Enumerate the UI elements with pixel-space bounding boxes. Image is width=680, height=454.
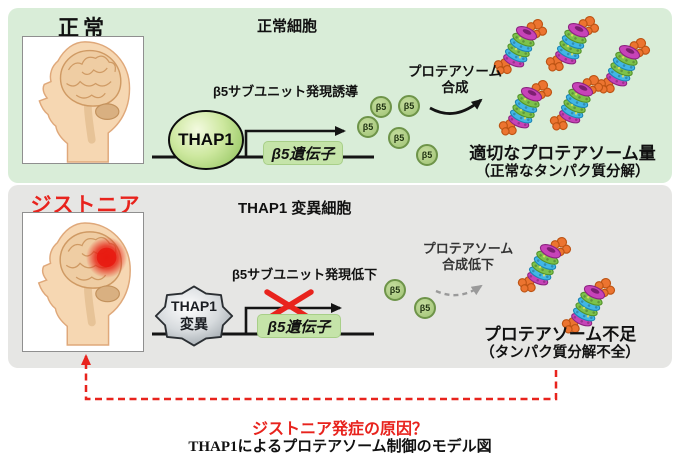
cause-question-label: ジストニア発症の原因？ [251,421,428,438]
thap1-label: THAP1 [178,130,234,149]
synthesis-line2: 合成低下 [441,257,494,272]
proteasome-icon [546,65,607,142]
outcome-line2: （正常なタンパク質分解） [475,164,650,180]
synthesis-label-normal: プロテアソーム 合成 [394,64,516,96]
synthesis-line1: プロテアソーム [407,64,503,79]
brain-image-dystonia [22,212,144,352]
b5-gene-label: β5遺伝子 [271,145,335,163]
transcription-arrow-normal [244,126,346,157]
brain-image-normal [22,36,144,164]
outcome-line1: プロテアソーム不足 [483,325,637,344]
transcription-arrow-mutant [244,303,342,334]
outcome-line2: （タンパク質分解不全） [480,345,640,361]
figure-caption: THAP1によるプロテアソーム制御のモデル図 [188,439,492,454]
outcome-dystonia: プロテアソーム不足 （タンパク質分解不全） [450,326,670,362]
cause-dashed-arrow [81,354,558,401]
normal-cell-heading: 正常細胞 [257,18,318,35]
thap1-mutant-label: THAP1 変異 [154,297,234,333]
b5-subunit-badge: β5 [414,297,436,319]
synthesis-label-reduced: プロテアソーム 合成低下 [407,241,529,273]
thap1-protein: THAP1 [168,110,244,170]
dystonia-title: ジストニア [30,194,141,217]
thap1-mutant-line1: THAP1 [171,298,217,314]
head-profile-dystonia-icon [23,213,143,351]
proteasome-icon [593,28,654,105]
b5-gene-box-mutant: β5遺伝子 [257,314,341,338]
b5-subunit-badge: β5 [388,127,410,149]
b5-subunit-badge: β5 [384,279,406,301]
thap1-mutant-blob [154,285,234,347]
synthesis-arrow-reduced [435,284,483,297]
b5-subunit-badge: β5 [416,144,438,166]
b5-subunit-badge: β5 [398,95,420,117]
outcome-line1: 適切なプロテアソーム量 [469,144,656,163]
b5-gene-box-normal: β5遺伝子 [263,141,343,165]
normal-title: 正常 [58,17,108,40]
synthesis-line1: プロテアソーム [422,241,514,256]
induction-label: β5サブユニット発現誘導 [213,84,359,99]
synthesis-arrow-normal [429,98,483,115]
outcome-normal: 適切なプロテアソーム量 （正常なタンパク質分解） [455,144,670,182]
synthesis-line2: 合成 [441,80,469,95]
b5-subunit-badge: β5 [357,116,379,138]
head-profile-icon [23,37,143,163]
b5-gene-label: β5遺伝子 [267,318,331,336]
proteasome-icon [542,6,603,83]
reduction-label: β5サブユニット発現低下 [232,267,378,282]
thap1-mutant-line2: 変異 [180,316,208,332]
b5-subunit-badge: β5 [370,96,392,118]
mutant-cell-heading: THAP1 変異細胞 [238,200,352,217]
